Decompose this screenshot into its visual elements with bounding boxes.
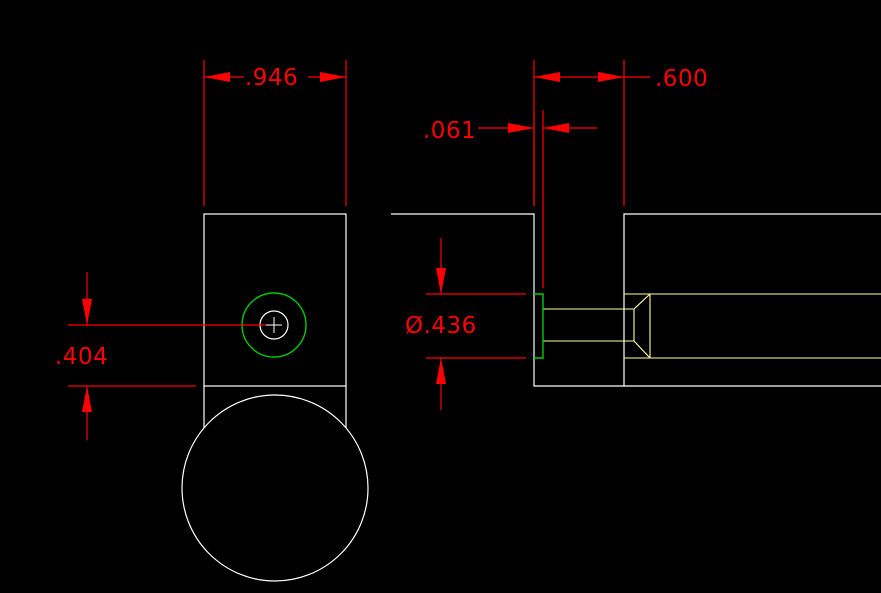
arrowhead-left [534,72,560,82]
dimension-diameter[interactable]: Ø.436 [405,238,526,410]
bolt-chamfer-top [633,293,651,310]
front-view [181,213,369,582]
arrowhead-bottom [436,358,446,384]
arrowhead-left [508,123,534,133]
arrowhead-bottom [82,386,92,412]
side-view [391,213,881,387]
front-block-outline [203,213,347,387]
arrowhead-right [598,72,624,82]
bolt-chamfer-bottom [633,340,651,359]
arrowhead-top [436,268,446,294]
arrowhead-right [320,72,346,82]
front-round-body [181,394,369,582]
counterbore-profile [534,293,544,359]
dimension-text-offset: .404 [55,344,108,370]
side-hidden-bolt [543,293,881,359]
dimension-hole-offset[interactable]: .404 [55,272,266,440]
dimension-depth[interactable]: .600 [533,60,708,206]
arrowhead-right [543,123,569,133]
arrowhead-top [82,299,92,325]
bolt-shank-outline [543,308,635,342]
dimension-text-width: .946 [245,65,298,91]
dimension-width-top-left[interactable]: .946 [203,60,347,206]
side-flange-outline [391,213,881,387]
dimension-text-thickness: .061 [423,118,476,144]
arrowhead-left [204,72,230,82]
dimension-text-depth: .600 [655,66,708,92]
dimension-thickness[interactable]: .061 [423,110,597,288]
side-counterbore [534,293,544,359]
dimension-text-diameter: Ø.436 [405,313,477,339]
